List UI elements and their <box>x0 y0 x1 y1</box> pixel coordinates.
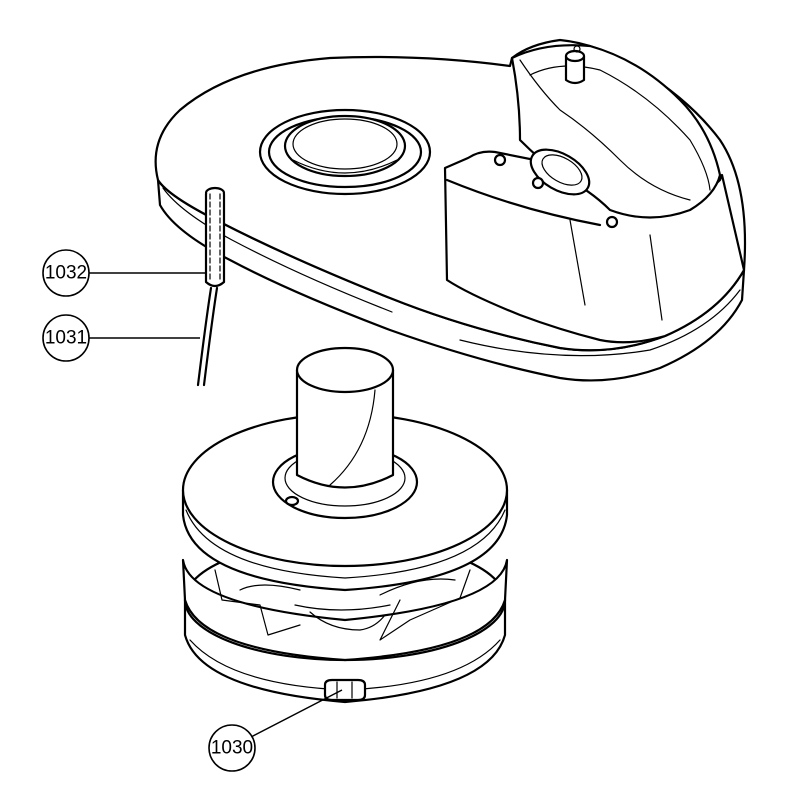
line-reel <box>181 346 509 704</box>
callout-1030-bubble <box>208 724 256 772</box>
callout-1030-label: 1030 <box>211 738 253 759</box>
pin <box>204 186 226 288</box>
callout-1032-bubble <box>42 249 90 297</box>
callout-1031-label: 1031 <box>45 328 87 349</box>
housing-cover <box>154 38 747 382</box>
callout-1031-bubble <box>42 314 90 362</box>
callout-1030: 1030 <box>208 689 343 772</box>
callout-1032: 1032 <box>42 249 207 297</box>
callout-1032-label: 1032 <box>45 263 87 284</box>
callout-1031: 1031 <box>42 314 200 362</box>
wire <box>196 286 219 387</box>
